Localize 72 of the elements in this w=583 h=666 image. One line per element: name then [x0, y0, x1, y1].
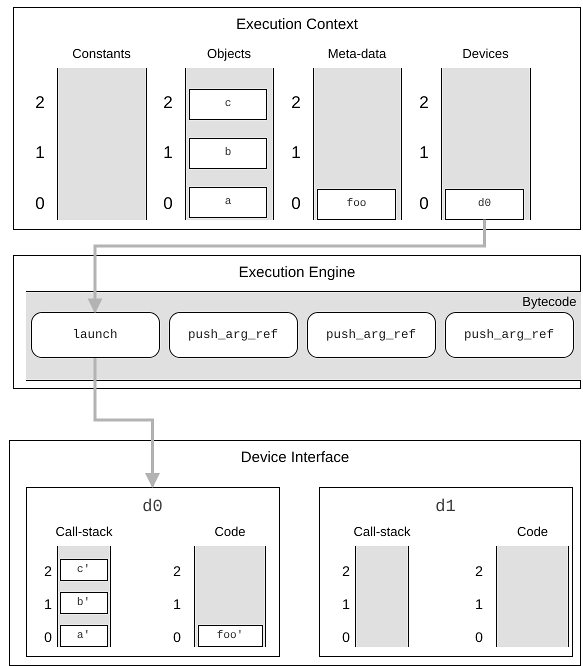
index-number: 1: [35, 143, 45, 163]
device-name: d0: [141, 498, 164, 516]
device-panel: [26, 486, 280, 656]
index-number: 0: [35, 194, 45, 214]
stack-slot: [189, 186, 267, 218]
column-heading: Meta-data: [328, 46, 386, 60]
stack-slot: [445, 188, 524, 220]
stack-slot: [60, 592, 108, 614]
section-title: Execution Engine: [238, 264, 356, 281]
index-number: 2: [419, 93, 429, 113]
index-number: 0: [44, 629, 52, 645]
instruction-text: launch: [72, 328, 118, 342]
index-number: 0: [419, 194, 429, 214]
band-label: Bytecode: [522, 294, 576, 308]
stack-slot: [198, 625, 262, 647]
index-number: 1: [342, 596, 350, 612]
column-heading: Code: [214, 524, 246, 539]
device-name: d1: [434, 498, 457, 516]
slot-text: b′: [76, 597, 90, 609]
slot-text: foo′: [216, 630, 244, 642]
stack-slot: [60, 559, 108, 581]
device-panel: [318, 486, 572, 656]
stack-slot: [189, 138, 267, 168]
section-frame: [13, 255, 581, 389]
section-frame: [9, 440, 581, 666]
slot-text: a: [224, 196, 232, 208]
index-number: 1: [475, 596, 483, 612]
index-number: 0: [173, 629, 181, 645]
slot-text: foo: [346, 198, 366, 210]
instruction-box: [444, 312, 574, 358]
index-number: 2: [35, 93, 45, 113]
index-number: 0: [163, 194, 173, 214]
index-number: 1: [419, 143, 429, 163]
index-number: 0: [475, 629, 483, 645]
index-number: 0: [342, 629, 350, 645]
instruction-box: [168, 312, 298, 358]
bytecode-band: [26, 290, 580, 380]
index-number: 1: [173, 596, 181, 612]
column-heading: Call-stack: [55, 524, 113, 539]
stack-slot: [317, 188, 396, 220]
index-number: 1: [44, 596, 52, 612]
instruction-text: push_arg_ref: [326, 328, 416, 342]
section-frame: [13, 7, 581, 230]
instruction-box: [30, 312, 160, 358]
section-title: Execution Context: [235, 16, 359, 33]
index-number: 2: [475, 563, 483, 579]
column-heading: Constants: [72, 46, 131, 60]
index-number: 0: [291, 194, 301, 214]
instruction-text: push_arg_ref: [188, 328, 278, 342]
index-number: 1: [163, 143, 173, 163]
slot-text: c: [224, 98, 232, 110]
index-number: 2: [163, 93, 173, 113]
instruction-box: [306, 312, 436, 358]
slot-text: c′: [76, 564, 90, 576]
slot-text: a′: [76, 630, 90, 642]
column-heading: Objects: [206, 46, 252, 60]
stack-slot: [189, 88, 267, 120]
connector-arrow: [94, 358, 160, 488]
section-title: Device Interface: [240, 449, 350, 466]
index-number: 2: [44, 563, 52, 579]
slot-text: b: [224, 147, 232, 159]
column-heading: Call-stack: [353, 524, 411, 539]
instruction-text: push_arg_ref: [464, 328, 554, 342]
connector-arrow: [88, 220, 486, 314]
index-number: 2: [291, 93, 301, 113]
index-number: 1: [291, 143, 301, 163]
stack-slot: [60, 625, 108, 647]
column-heading: Code: [516, 524, 548, 539]
slot-text: d0: [478, 198, 492, 210]
index-number: 2: [342, 563, 350, 579]
index-number: 2: [173, 563, 181, 579]
column-heading: Devices: [462, 46, 509, 60]
